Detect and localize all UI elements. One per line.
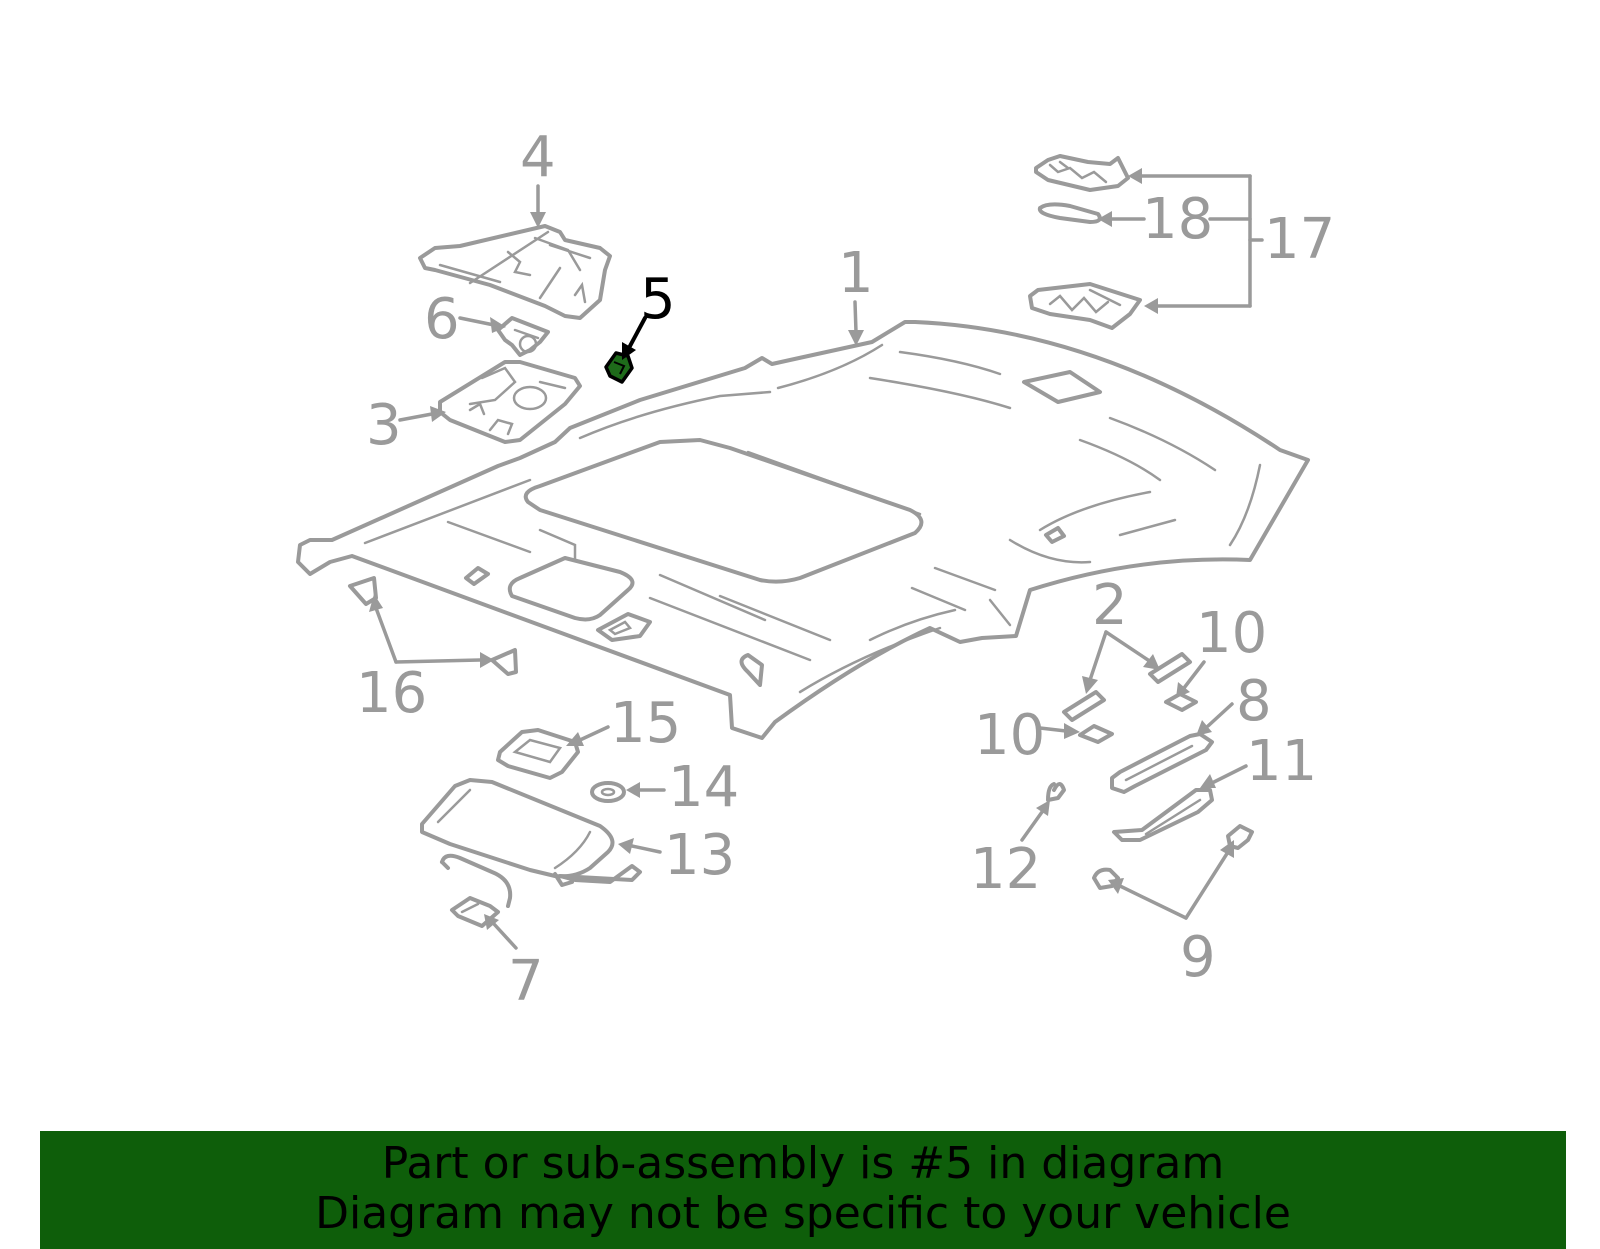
part-3 [438, 360, 582, 444]
part-12 [1046, 782, 1066, 802]
callout-16: 16 [356, 661, 427, 726]
part-10 [1078, 692, 1198, 744]
part-6 [496, 316, 550, 357]
callout-15: 15 [610, 691, 681, 756]
part-17-bottom [1028, 282, 1142, 330]
part-7 [440, 853, 513, 928]
callout-18: 18 [1142, 187, 1213, 252]
part-2 [1062, 652, 1192, 722]
callout-5-highlighted: 5 [640, 267, 676, 332]
callout-14: 14 [668, 755, 739, 820]
part-4 [418, 224, 612, 320]
callout-9: 9 [1180, 925, 1216, 990]
part-11 [1112, 788, 1214, 842]
parts-diagram: 4 1 5 6 3 18 17 16 15 14 13 7 2 10 8 10 … [296, 125, 1335, 1014]
leader-lines [369, 168, 1264, 950]
callout-4: 4 [520, 125, 556, 190]
callout-6: 6 [424, 287, 460, 352]
callout-17: 17 [1264, 207, 1335, 272]
callout-3: 3 [366, 393, 402, 458]
callout-10-upper: 10 [1196, 601, 1267, 666]
callout-11: 11 [1246, 729, 1317, 794]
callout-10-lower: 10 [974, 703, 1045, 768]
part-13 [420, 778, 642, 887]
info-banner: Part or sub-assembly is #5 in diagram Di… [40, 1131, 1566, 1249]
part-18 [1037, 202, 1102, 224]
callout-13: 13 [664, 823, 735, 888]
headliner-part [296, 320, 1310, 740]
part-15 [496, 728, 580, 780]
part-14 [590, 781, 626, 803]
banner-line-part: Part or sub-assembly is #5 in diagram [381, 1138, 1225, 1189]
part-17-top [1034, 154, 1130, 192]
callout-7: 7 [508, 949, 544, 1014]
callout-8: 8 [1236, 669, 1272, 734]
part-5-highlighted [604, 351, 634, 384]
callout-12: 12 [970, 837, 1041, 902]
part-8 [1110, 732, 1214, 794]
banner-line-disclaimer: Diagram may not be specific to your vehi… [315, 1188, 1291, 1239]
callout-2: 2 [1092, 573, 1128, 638]
callout-1: 1 [838, 241, 874, 306]
